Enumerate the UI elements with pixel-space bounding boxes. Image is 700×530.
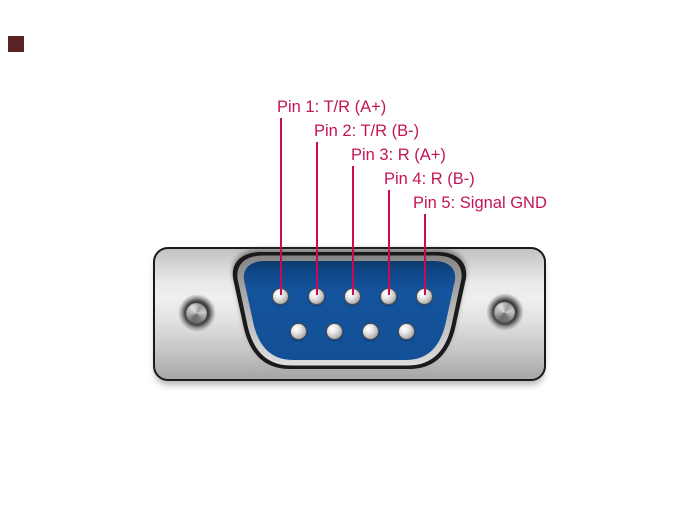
pin-bottom-3 (362, 323, 379, 340)
pin-label-5: Pin 5: Signal GND (413, 194, 547, 212)
pin-bottom-2 (326, 323, 343, 340)
pin-label-4: Pin 4: R (B-) (384, 170, 475, 188)
screw-metal-right (494, 301, 515, 323)
pin-label-2: Pin 2: T/R (B-) (314, 122, 420, 140)
leader-line-1 (279, 118, 282, 295)
leader-line-5 (423, 214, 426, 295)
screw-hole-right (485, 293, 524, 331)
screw-metal-left (186, 302, 207, 324)
pin-bottom-4 (398, 323, 415, 340)
leader-line-2 (315, 142, 318, 295)
pin-label-3: Pin 3: R (A+) (351, 146, 446, 164)
dsub-insert (232, 252, 467, 369)
screw-hole-left (177, 294, 216, 332)
brand-square (8, 36, 24, 52)
leader-line-3 (351, 166, 354, 295)
pin-label-1: Pin 1: T/R (A+) (277, 98, 387, 116)
pin-bottom-1 (290, 323, 307, 340)
leader-line-4 (387, 190, 390, 295)
